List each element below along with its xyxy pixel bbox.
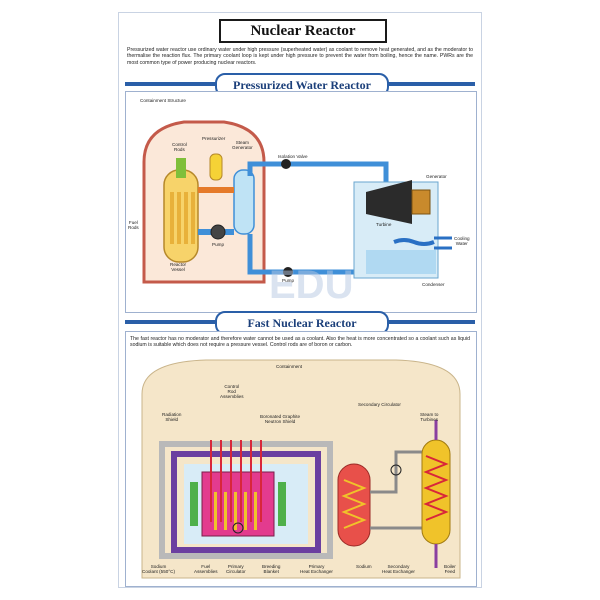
pwr-control-rod-drive [176, 158, 186, 178]
pwr-fuel-rod [184, 192, 188, 244]
pwr-condenser-coil [393, 238, 435, 246]
fnr-fuel-assembly [214, 492, 217, 530]
pwr-isolation-valve [281, 159, 291, 169]
label-fuel-assemblies: Fuel Assemblies [194, 564, 218, 574]
fnr-fuel-assembly [244, 492, 247, 530]
fnr-control-rod [250, 440, 252, 522]
fnr-control-rod [230, 440, 232, 522]
label-sodium: Sodium [356, 564, 372, 569]
label-breeding-blanket: Breeding Blanket [262, 564, 281, 574]
fnr-fuel-assembly [234, 492, 237, 530]
label-sodium-coolant: Sodium Coolant (550°C) [142, 564, 175, 574]
fnr-diagram-panel: The fast reactor has no moderator and th… [125, 331, 477, 587]
label-cooling-water: Cooling Water [454, 236, 470, 246]
pwr-pump-1 [210, 224, 226, 240]
pwr-turbine [366, 180, 412, 224]
fnr-secondary-hx-coil [423, 455, 449, 521]
label-containment-structure: Containment Structure [140, 98, 186, 103]
label-control-rod-assemblies: Control Rod Assemblies [220, 384, 244, 399]
fnr-secondary-loop-top [370, 450, 422, 494]
label-primary-circulator: Primary Circulator [226, 564, 246, 574]
label-generator: Generator [426, 174, 447, 179]
fnr-fuel-assembly [224, 492, 227, 530]
fnr-primary-hx-coil [341, 479, 367, 529]
fnr-core [202, 472, 274, 536]
pwr-description: Pressurized water reactor use ordinary w… [127, 47, 473, 66]
pwr-diagram [142, 120, 452, 284]
label-isolation-valve: Isolation Valve [278, 154, 308, 159]
fnr-primary-heat-exchanger [337, 463, 371, 547]
fnr-description: The fast reactor has no moderator and th… [130, 336, 470, 349]
label-steam-to-turbines: Steam to Turbines [420, 412, 439, 422]
label-control-rods: Control Rods [172, 142, 187, 152]
label-radiation-shield: Radiation Shield [162, 412, 182, 422]
fnr-breeding-blanket-right [278, 482, 286, 526]
fnr-control-rod [220, 440, 222, 522]
pwr-steam-generator [233, 169, 255, 235]
fnr-primary-circulator [232, 522, 244, 534]
fnr-control-rod [240, 440, 242, 522]
chart-poster: Nuclear Reactor Pressurized water reacto… [118, 12, 482, 588]
label-reactor-vessel: Reactor Vessel [170, 262, 187, 272]
fnr-control-rod [210, 440, 212, 522]
fnr-graphite-shield [171, 451, 321, 553]
fnr-fuel-assembly [254, 492, 257, 530]
label-pressurizer: Pressurizer [202, 136, 226, 141]
label-fnr-containment: Containment [276, 364, 303, 369]
fnr-breeding-blanket-left [190, 482, 198, 526]
label-pump-1: Pump [212, 242, 225, 247]
fnr-diagram [141, 359, 461, 579]
label-boiler-feed: Boiler Feed [444, 564, 456, 574]
pwr-fuel-rod [170, 192, 174, 244]
pwr-pressurizer [209, 153, 223, 181]
label-secondary-circulator: Secondary Circulator [358, 402, 401, 407]
watermark: EDU [269, 263, 354, 307]
label-primary-heat-exchanger: Primary Heat Exchanger [300, 564, 333, 574]
label-turbine: Turbine [376, 222, 392, 227]
label-fuel-rods: Fuel Rods [128, 220, 139, 230]
label-condenser: Condenser [422, 282, 445, 287]
fnr-control-rod [260, 440, 262, 522]
title-band: Nuclear Reactor [119, 17, 481, 43]
poster-title: Nuclear Reactor [219, 19, 387, 43]
pwr-condensate [366, 250, 436, 274]
label-steam-generator: Steam Generator [232, 140, 253, 150]
label-pump-2: Pump [282, 278, 295, 283]
pwr-pump-2 [283, 267, 293, 277]
pwr-generator [411, 189, 431, 215]
fnr-heading-ribbon: Fast Nuclear Reactor [119, 311, 481, 335]
fnr-radiation-shield [159, 441, 333, 559]
label-secondary-heat-exchanger: Secondary Heat Exchanger [382, 564, 415, 574]
label-graphite-shield: Boronated Graphite Neutron Shield [260, 414, 301, 424]
pwr-fuel-rod [191, 192, 195, 244]
pwr-diagram-panel: Containment Structure Pressurizer Contro… [125, 91, 477, 313]
fnr-secondary-circulator [390, 464, 402, 476]
fnr-core-outline [201, 471, 275, 537]
pwr-fuel-rod [177, 192, 181, 244]
